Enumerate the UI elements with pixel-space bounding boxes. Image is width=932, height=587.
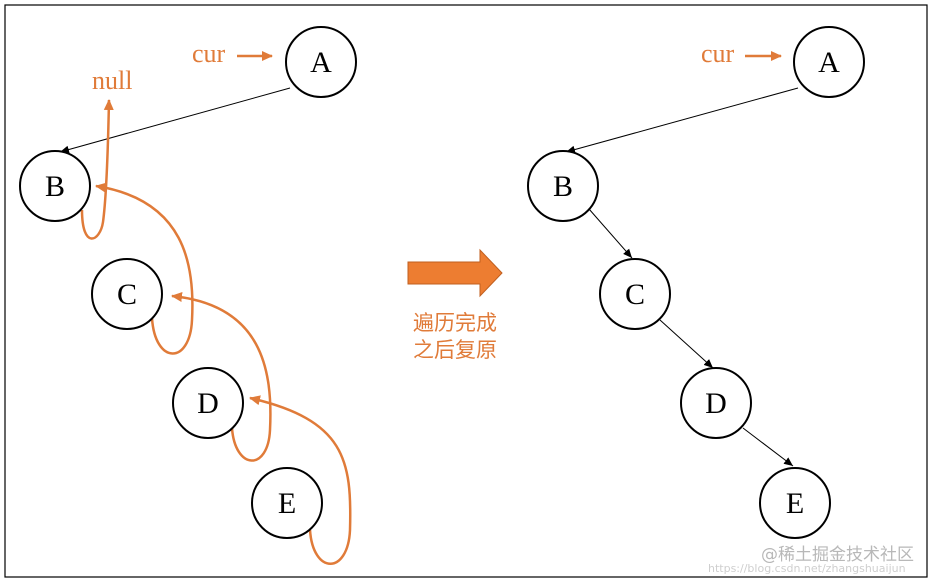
left-node-e: E xyxy=(251,467,323,539)
right-node-c-label: C xyxy=(625,278,645,311)
left-thread-c-b xyxy=(95,182,194,355)
left-edge-a-b xyxy=(59,87,291,154)
transition: 遍历完成 之后复原 xyxy=(407,248,503,362)
left-null-label: null xyxy=(92,66,132,95)
right-node-e-label: E xyxy=(786,487,804,520)
transition-arrow-icon xyxy=(407,248,503,298)
right-node-d: D xyxy=(680,367,752,439)
left-node-a: A xyxy=(285,26,357,98)
left-node-c: C xyxy=(91,258,163,330)
left-cur-label: cur xyxy=(192,39,226,68)
watermark-sub: https://blog.csdn.net/zhangshuaijun xyxy=(708,562,906,575)
left-node-a-label: A xyxy=(310,46,332,79)
right-edge-c-d xyxy=(659,319,714,369)
right-node-b-label: B xyxy=(553,170,573,203)
left-node-e-label: E xyxy=(278,487,296,520)
right-node-c: C xyxy=(599,258,671,330)
transition-caption-line2: 之后复原 xyxy=(413,338,497,362)
right-node-b: B xyxy=(527,150,599,222)
watermark-main: @稀土掘金技术社区 xyxy=(761,545,914,565)
left-thread-d-c xyxy=(171,292,272,462)
right-node-d-label: D xyxy=(705,387,727,420)
left-node-d-label: D xyxy=(197,387,219,420)
right-node-e: E xyxy=(759,467,831,539)
right-node-a-label: A xyxy=(818,46,840,79)
right-node-a: A xyxy=(793,26,865,98)
left-node-b-label: B xyxy=(45,170,65,203)
left-node-b: B xyxy=(19,150,91,222)
watermark: https://blog.csdn.net/zhangshuaijun @稀土掘… xyxy=(708,545,914,575)
left-thread-b-null xyxy=(80,99,114,240)
right-edge-b-c xyxy=(588,208,633,259)
left-node-c-label: C xyxy=(117,278,137,311)
right-tree: cur A B C D E xyxy=(527,26,865,539)
right-cur-label: cur xyxy=(701,39,735,68)
left-thread-e-d xyxy=(249,395,352,565)
right-edge-a-b xyxy=(565,87,799,154)
transition-caption-line1: 遍历完成 xyxy=(413,311,497,335)
left-tree: cur null A B C D E xyxy=(19,26,357,565)
right-edge-d-e xyxy=(742,427,794,467)
diagram-frame xyxy=(4,4,928,578)
left-node-d: D xyxy=(172,367,244,439)
